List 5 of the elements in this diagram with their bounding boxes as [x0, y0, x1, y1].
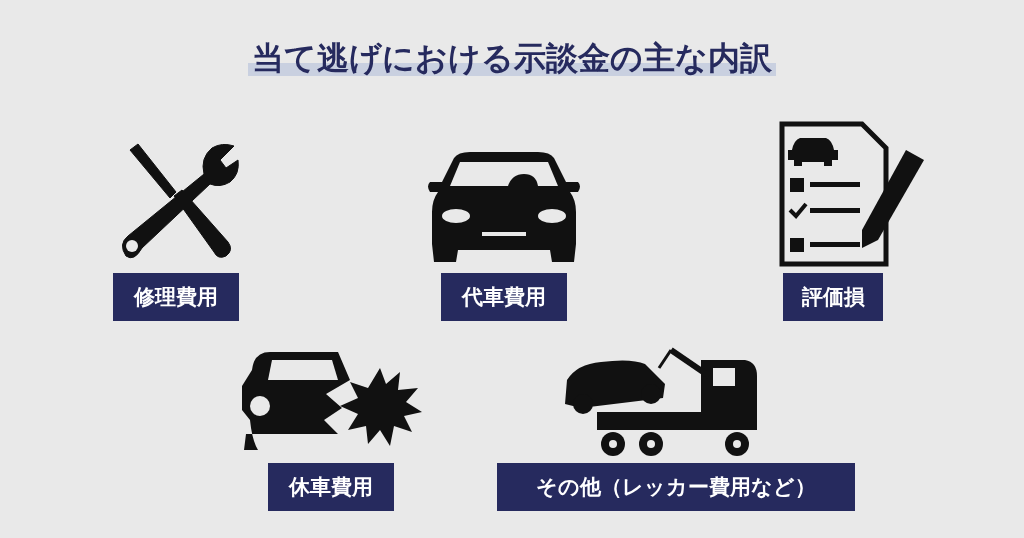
- category-label: 修理費用: [113, 273, 239, 321]
- category-label: 休車費用: [268, 463, 394, 511]
- category-label: 評価損: [783, 273, 883, 321]
- category-label: 代車費用: [441, 273, 567, 321]
- category-label: その他（レッカー費用など）: [497, 463, 855, 511]
